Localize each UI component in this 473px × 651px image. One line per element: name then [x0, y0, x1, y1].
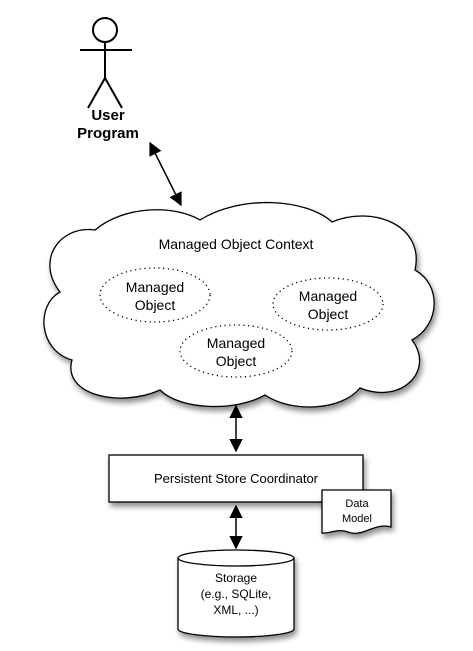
managed-object-3: [179, 324, 293, 378]
data-model-line1: Data: [345, 498, 369, 510]
managed-object-1-line2: Object: [135, 297, 176, 313]
managed-object-1-line1: Managed: [126, 279, 184, 295]
storage-cylinder-icon: [177, 549, 295, 638]
user-stick-figure-icon: [80, 17, 132, 109]
data-model-document-icon: [321, 489, 392, 534]
managed-object-context-cloud: [43, 201, 435, 408]
storage-line3: XML, ...): [213, 603, 258, 617]
user-label-line2: Program: [77, 125, 139, 142]
context-title: Managed Object Context: [159, 236, 314, 252]
storage-line1: Storage: [215, 571, 257, 585]
data-model-line2: Model: [342, 513, 372, 525]
storage-line2: (e.g., SQLite,: [201, 587, 272, 601]
managed-object-1: [99, 267, 211, 323]
coordinator-label: Persistent Store Coordinator: [154, 471, 319, 486]
user-label-line1: User: [91, 107, 125, 124]
managed-object-3-line2: Object: [216, 353, 257, 369]
arrow-user-context: [149, 141, 182, 207]
managed-object-2-line1: Managed: [299, 288, 357, 304]
managed-object-3-line1: Managed: [207, 335, 265, 351]
managed-object-2-line2: Object: [308, 306, 349, 322]
persistent-store-coordinator-box: [108, 454, 364, 503]
managed-object-2: [272, 277, 384, 331]
